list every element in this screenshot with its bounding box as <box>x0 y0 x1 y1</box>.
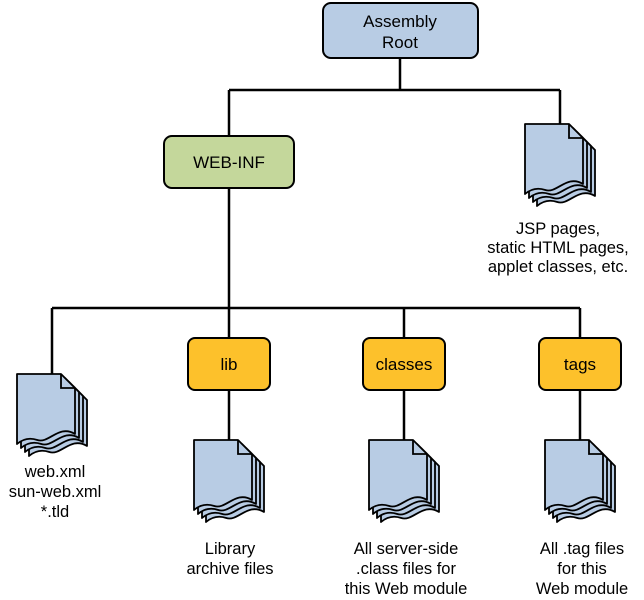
document-fold <box>412 440 427 455</box>
caption-line: All server-side <box>354 540 459 558</box>
assembly-root-box <box>322 2 479 59</box>
caption-line: .class files for <box>356 560 456 578</box>
node-lib: lib <box>187 337 271 391</box>
library-archives-caption: Library archive files <box>186 540 273 578</box>
classes-label: classes <box>376 355 433 374</box>
lib-box <box>187 337 271 391</box>
assembly-root-label-line-2: Root <box>382 33 418 52</box>
caption-line: applet classes, etc. <box>488 258 628 276</box>
node-web-inf: WEB-INF <box>163 135 295 189</box>
node-tags: tags <box>538 337 622 391</box>
document-sheet <box>544 439 604 511</box>
caption-line: Web module <box>536 580 628 598</box>
caption-line: Library <box>205 540 256 558</box>
document-fold <box>237 440 252 455</box>
caption-line: for this <box>557 560 607 578</box>
assembly-root-label-line-1: Assembly <box>363 12 437 31</box>
caption-line: this Web module <box>345 580 468 598</box>
web-content-caption: JSP pages, static HTML pages, applet cla… <box>487 220 629 276</box>
connector-lines <box>50 58 582 444</box>
tags-box <box>538 337 622 391</box>
tag-files-caption: All .tag files for this Web module <box>536 540 628 598</box>
classes-box <box>362 337 446 391</box>
document-sheet <box>16 373 76 445</box>
web-inf-box <box>163 135 295 189</box>
document-sheet <box>193 439 253 511</box>
web-content-document-icon <box>524 123 596 207</box>
server-classes-caption: All server-side .class files for this We… <box>345 540 468 598</box>
web-inf-label: WEB-INF <box>193 153 265 172</box>
caption-line: All .tag files <box>540 540 624 558</box>
document-fold <box>588 440 603 455</box>
descriptors-document-icon <box>16 373 88 457</box>
caption-line: static HTML pages, <box>487 239 629 257</box>
tags-label: tags <box>564 355 596 374</box>
caption-line: archive files <box>186 560 273 578</box>
caption-line: web.xml <box>24 463 86 481</box>
server-classes-document-icon <box>368 439 440 523</box>
lib-label: lib <box>220 355 237 374</box>
descriptors-caption: web.xml sun-web.xml *.tld <box>9 463 102 521</box>
document-fold <box>568 124 583 139</box>
caption-line: *.tld <box>41 503 69 521</box>
caption-line: sun-web.xml <box>9 483 102 501</box>
document-sheet <box>368 439 428 511</box>
document-fold <box>60 374 75 389</box>
document-sheet <box>524 123 584 195</box>
tag-files-document-icon <box>544 439 616 523</box>
caption-line: JSP pages, <box>516 220 600 238</box>
library-archives-document-icon <box>193 439 265 523</box>
node-assembly-root: Assembly Root <box>322 2 479 59</box>
node-classes: classes <box>362 337 446 391</box>
